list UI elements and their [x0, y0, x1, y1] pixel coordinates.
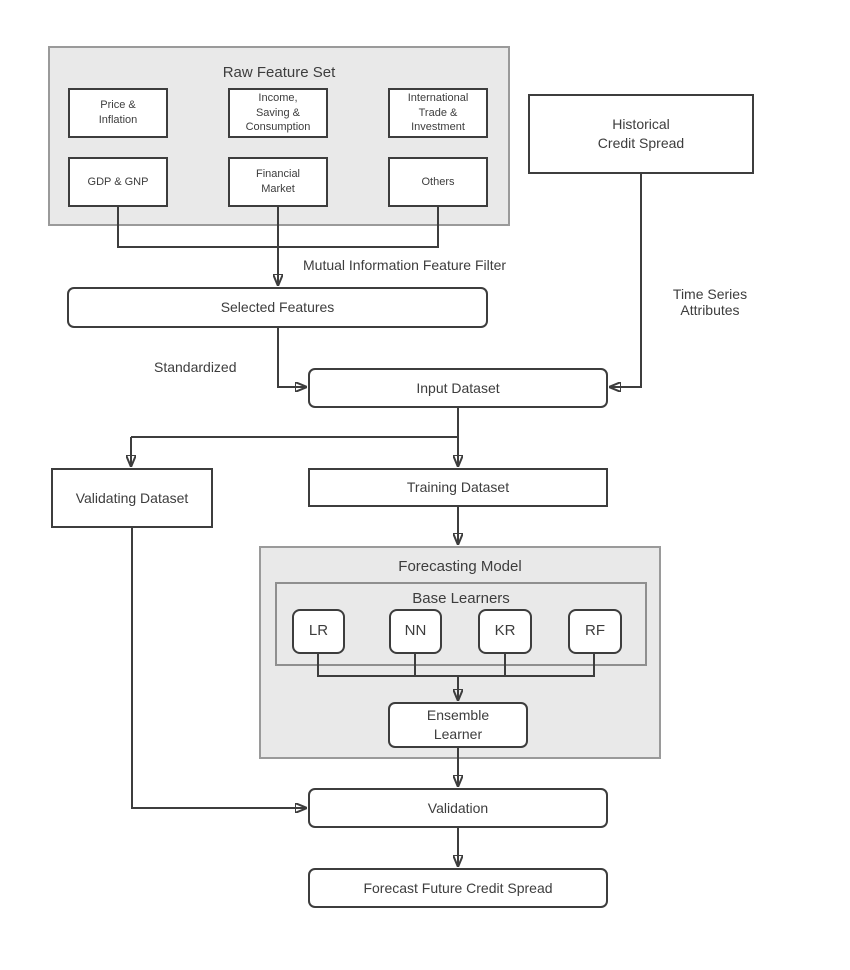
learner-box-nn: NN [389, 609, 442, 654]
input-dataset-node: Input Dataset [308, 368, 608, 408]
learner-box-lr: LR [292, 609, 345, 654]
feature-box-others: Others [388, 157, 488, 207]
ensemble-learner-node: Ensemble Learner [388, 702, 528, 748]
feature-box-international-trade-investment: International Trade & Investment [388, 88, 488, 138]
raw-feature-set-title: Raw Feature Set [222, 64, 336, 81]
mutual-information-feature-filter-label: Mutual Information Feature Filter [303, 257, 507, 273]
forecasting-model-title: Forecasting Model [398, 558, 522, 575]
learner-box-rf: RF [568, 609, 622, 654]
learner-box-kr: KR [478, 609, 532, 654]
feature-box-price-inflation: Price & Inflation [68, 88, 168, 138]
forecast-future-credit-spread-node: Forecast Future Credit Spread [308, 868, 608, 908]
feature-box-income-saving-consumption: Income, Saving & Consumption [228, 88, 328, 138]
selected-features-node: Selected Features [67, 287, 488, 328]
historical-credit-spread-node: Historical Credit Spread [528, 94, 754, 174]
training-dataset-node: Training Dataset [308, 468, 608, 507]
validation-node: Validation [308, 788, 608, 828]
time-series-attributes-label: Time Series Attributes [672, 286, 748, 318]
feature-box-financial-market: Financial Market [228, 157, 328, 207]
base-learners-title: Base Learners [412, 590, 510, 607]
connector-input-dataset-split [131, 408, 459, 438]
feature-box-gdp-gnp: GDP & GNP [68, 157, 168, 207]
validating-dataset-node: Validating Dataset [51, 468, 213, 528]
connector-selected-features-to-input-dataset [277, 328, 307, 387]
connector-historical-to-input-dataset [609, 174, 642, 387]
standardized-label: Standardized [154, 359, 237, 375]
